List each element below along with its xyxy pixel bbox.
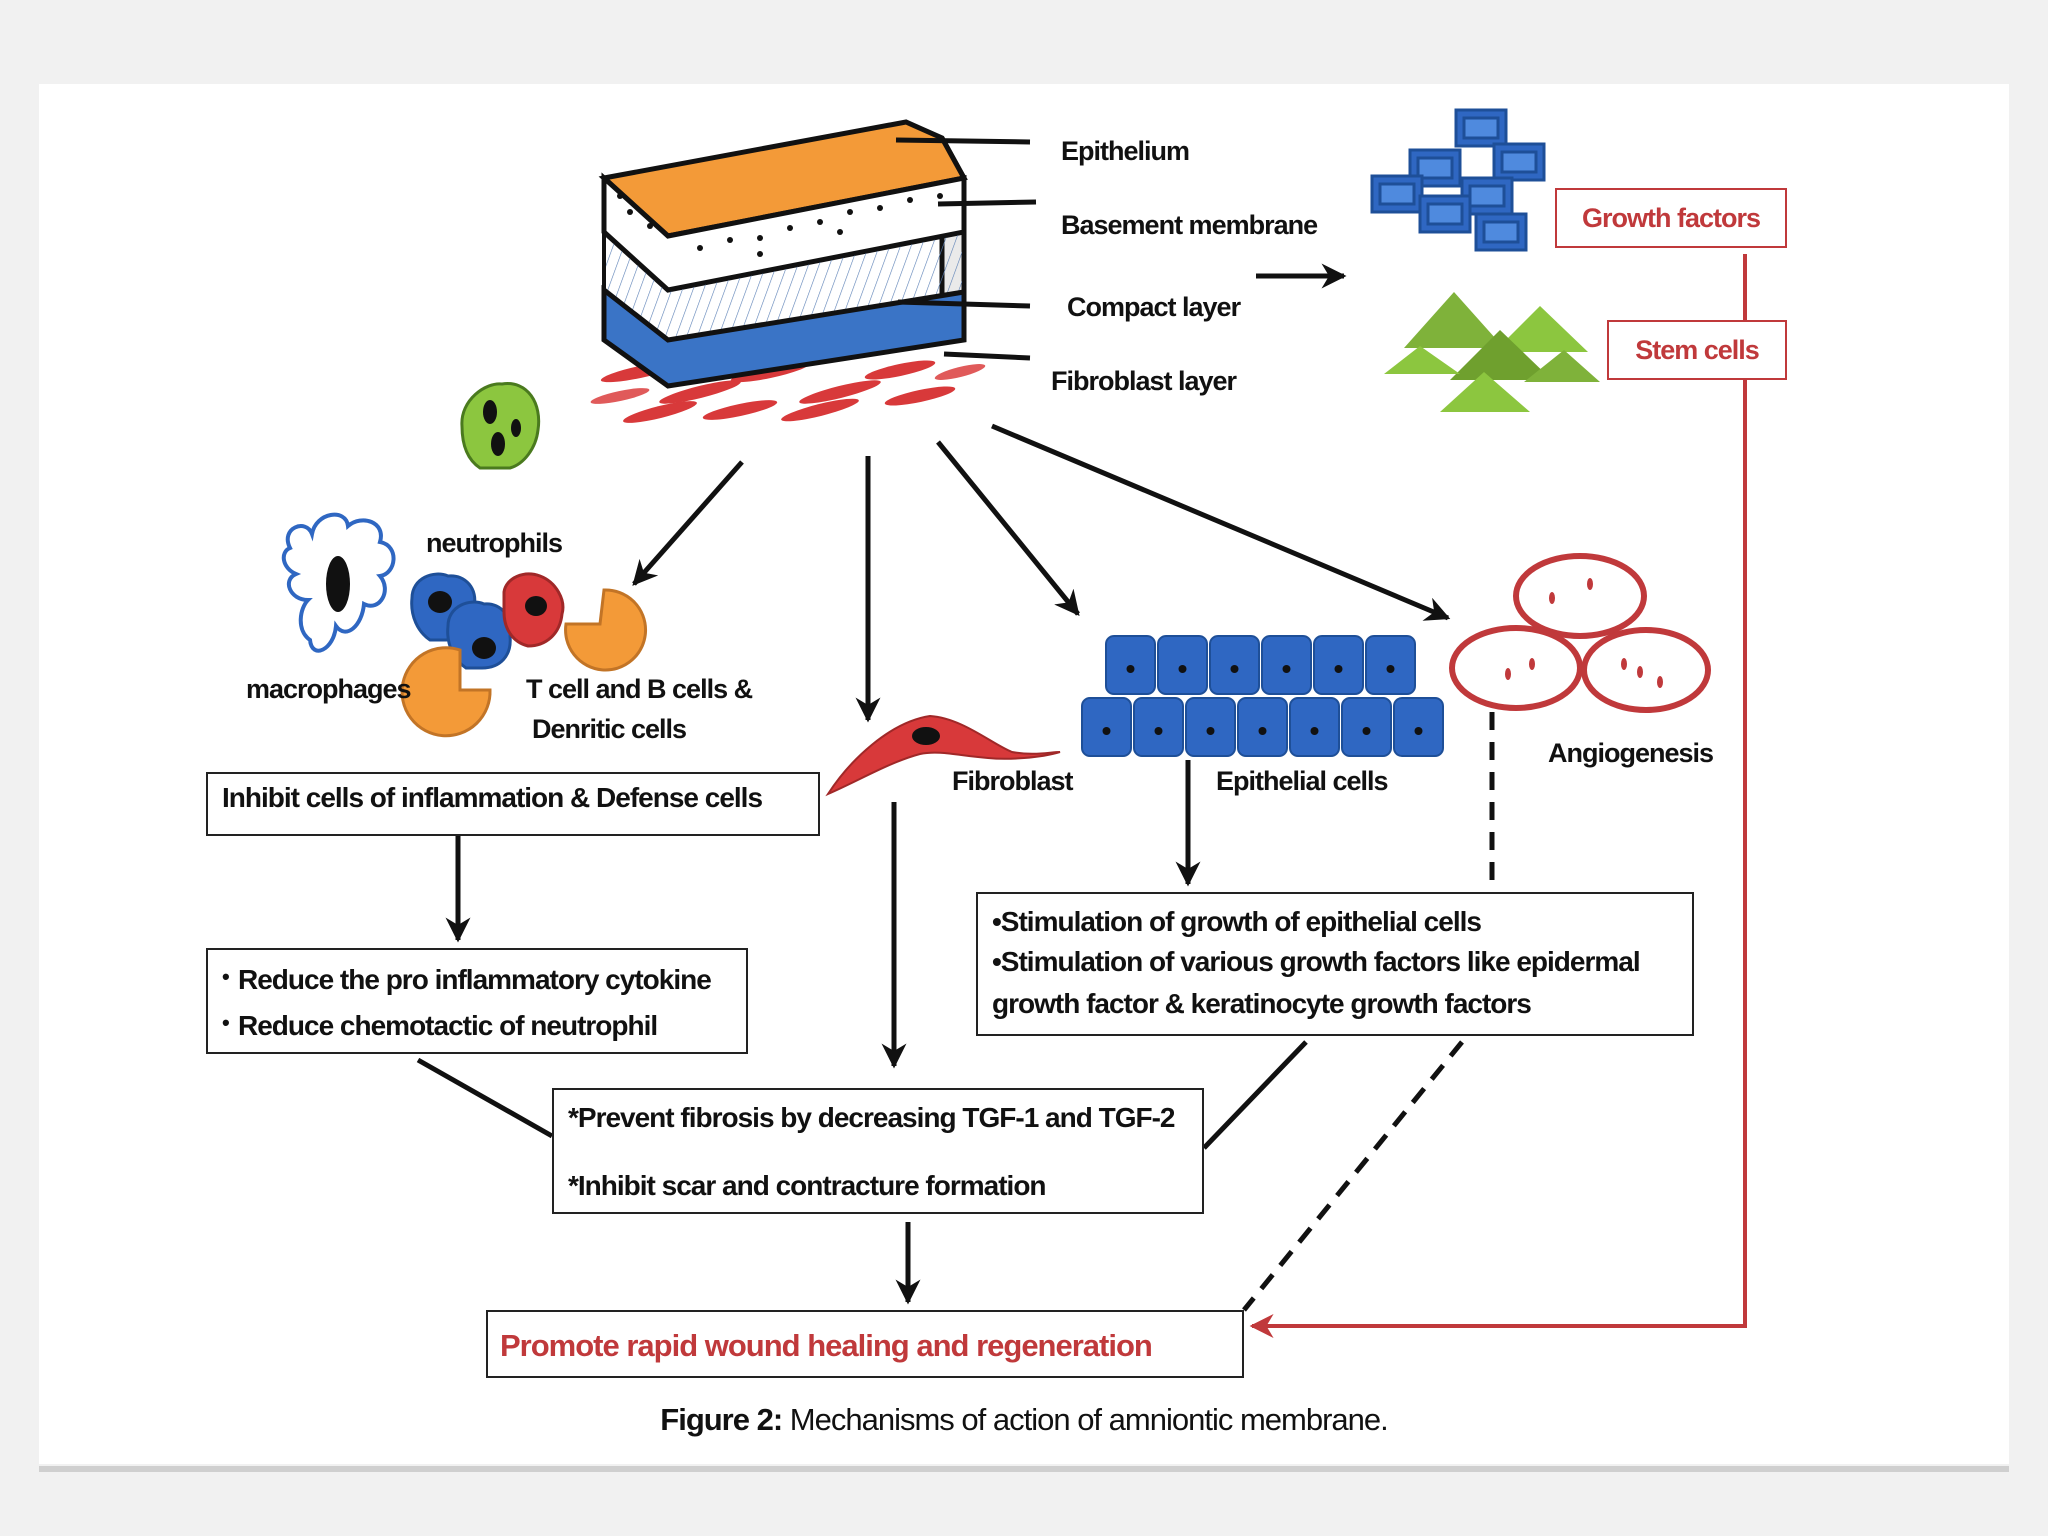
label-epithelial-cells: Epithelial cells xyxy=(1216,766,1389,796)
label-compact-layer: Compact layer xyxy=(1067,292,1241,322)
growth-factor-cubes xyxy=(1370,108,1546,252)
growth-factors-box: Growth factors xyxy=(1555,188,1787,248)
inhibit-cells-box xyxy=(206,772,820,836)
prevent-fibrosis-text: *Prevent fibrosis by decreasing TGF-1 an… xyxy=(568,1102,1175,1133)
label-t-b-cells: T cell and B cells & xyxy=(526,674,753,704)
layer-pointer-lines xyxy=(895,137,1037,361)
inhibit-cells-text: Inhibit cells of inflammation & Defense … xyxy=(222,782,763,813)
label-angiogenesis: Angiogenesis xyxy=(1548,738,1714,768)
immune-cells-cluster xyxy=(400,572,647,738)
epithelial-cell-nucleus xyxy=(1258,727,1267,735)
stimulation-text-3: growth factor & keratinocyte growth fact… xyxy=(992,988,1532,1019)
macrophage-cell xyxy=(281,512,396,653)
bullet-icon: • xyxy=(222,1010,230,1035)
promote-healing-text: Promote rapid wound healing and regenera… xyxy=(500,1328,1153,1363)
label-epithelium: Epithelium xyxy=(1061,136,1190,166)
epithelial-cell-nucleus xyxy=(1230,665,1239,673)
epithelial-cell-nucleus xyxy=(1386,665,1395,673)
stimulation-box xyxy=(976,892,1694,1036)
prevent-fibrosis-box xyxy=(552,1088,1204,1214)
flow-connectors xyxy=(416,760,1308,1305)
membrane-arrows xyxy=(632,423,1451,723)
fibroblast-cell xyxy=(825,714,1061,797)
label-dendritic-cells: Denritic cells xyxy=(532,714,687,744)
epithelial-cell-nucleus xyxy=(1206,727,1215,735)
bullet-icon: • xyxy=(222,964,230,989)
epithelial-cell-nucleus xyxy=(1126,665,1135,673)
label-fibroblast-layer: Fibroblast layer xyxy=(1051,366,1237,396)
label-basement-membrane: Basement membrane xyxy=(1061,210,1318,240)
promote-healing-box xyxy=(486,1310,1244,1378)
inhibit-scar-text: *Inhibit scar and contracture formation xyxy=(568,1170,1047,1201)
bottom-rule xyxy=(39,1466,2009,1472)
reduce-chemotactic-text: Reduce chemotactic of neutrophil xyxy=(238,1010,658,1041)
epithelial-cell-nucleus xyxy=(1310,727,1319,735)
epithelial-cell-nucleus xyxy=(1334,665,1343,673)
epithelial-cell-nucleus xyxy=(1362,727,1371,735)
epithelial-cell-nucleus xyxy=(1154,727,1163,735)
epithelial-cell-nucleus xyxy=(1414,727,1423,735)
label-fibroblast: Fibroblast xyxy=(952,766,1074,796)
stimulation-text-2: •Stimulation of various growth factors l… xyxy=(992,946,1641,977)
feedback-line-red xyxy=(1252,254,1747,1326)
stem-cell-pyramids xyxy=(1384,292,1600,412)
epithelial-cells-grid xyxy=(1081,635,1444,757)
stem-cells-box: Stem cells xyxy=(1607,320,1787,380)
epithelial-cell-nucleus xyxy=(1282,665,1291,673)
epithelial-cell-nucleus xyxy=(1178,665,1187,673)
stimulation-text-1: •Stimulation of growth of epithelial cel… xyxy=(992,906,1482,937)
epithelial-cell-nucleus xyxy=(1102,727,1111,735)
reduce-cytokine-text: Reduce the pro inflammatory cytokine xyxy=(238,964,712,995)
label-neutrophils: neutrophils xyxy=(426,528,563,558)
angiogenesis-vessels xyxy=(1449,553,1711,713)
figure-caption: Figure 2: Mechanisms of action of amnion… xyxy=(0,1402,2048,1438)
caption-label: Figure 2: xyxy=(660,1402,783,1437)
caption-text: Mechanisms of action of amniontic membra… xyxy=(782,1402,1389,1437)
reduce-cytokine-box xyxy=(206,948,748,1054)
label-macrophages: macrophages xyxy=(246,674,412,704)
neutrophil-cell xyxy=(460,382,541,470)
dashed-connectors xyxy=(1242,712,1495,1312)
amniotic-membrane-block xyxy=(590,119,986,423)
